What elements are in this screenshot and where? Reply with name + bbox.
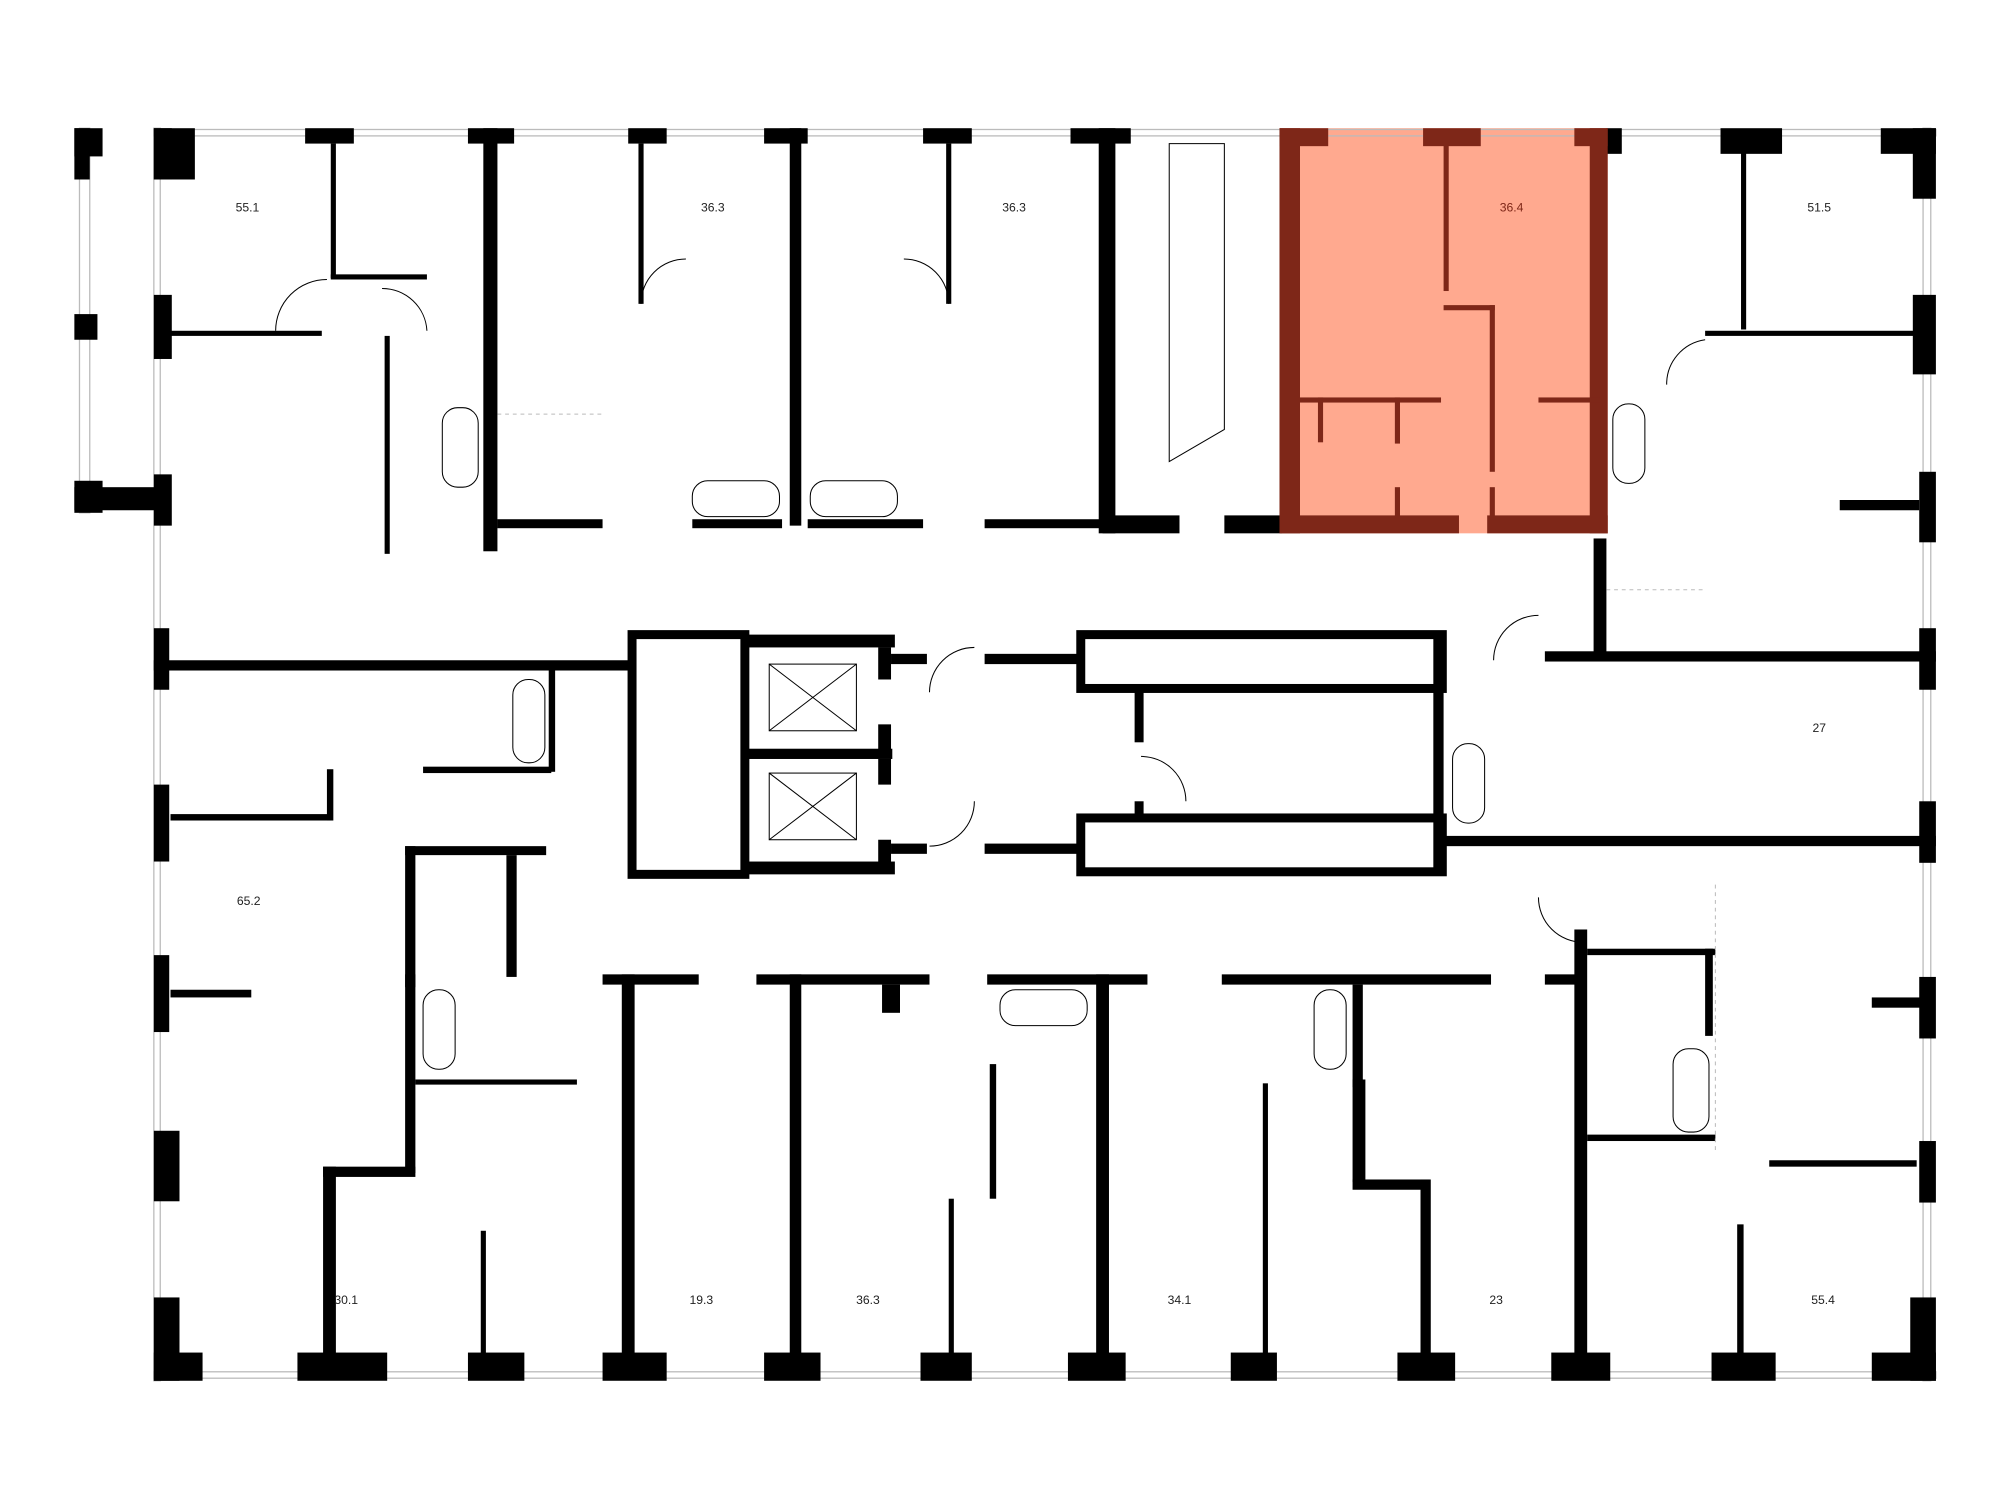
- apartment-area-label[interactable]: 55.4: [1811, 1293, 1835, 1307]
- apartment-area-label[interactable]: 30.1: [334, 1293, 358, 1307]
- apartment-area-label[interactable]: 51.5: [1807, 201, 1831, 215]
- apartment-area-label[interactable]: 27: [1812, 721, 1826, 735]
- fixtures: [275, 143, 1716, 1154]
- apartment-area-label[interactable]: 36.3: [856, 1293, 880, 1307]
- selected-apartment-area-label[interactable]: 36.4: [1500, 201, 1524, 215]
- apartment-area-label[interactable]: 34.1: [1168, 1293, 1192, 1307]
- apartment-area-label[interactable]: 23: [1489, 1293, 1503, 1307]
- apartment-area-label[interactable]: 36.3: [1002, 201, 1026, 215]
- apartment-area-label[interactable]: 36.3: [701, 201, 725, 215]
- windows: [78, 127, 1937, 1382]
- apartment-area-label[interactable]: 19.3: [689, 1293, 713, 1307]
- selected-apartment-walls: [1279, 128, 1608, 534]
- apartment-area-label[interactable]: 65.2: [237, 894, 261, 908]
- apartment-area-label[interactable]: 55.1: [236, 201, 260, 215]
- walls: [74, 128, 1936, 1381]
- area-labels: 55.1 36.3 36.3 36.4 51.5 27 65.2 30.1 19…: [236, 201, 1836, 1307]
